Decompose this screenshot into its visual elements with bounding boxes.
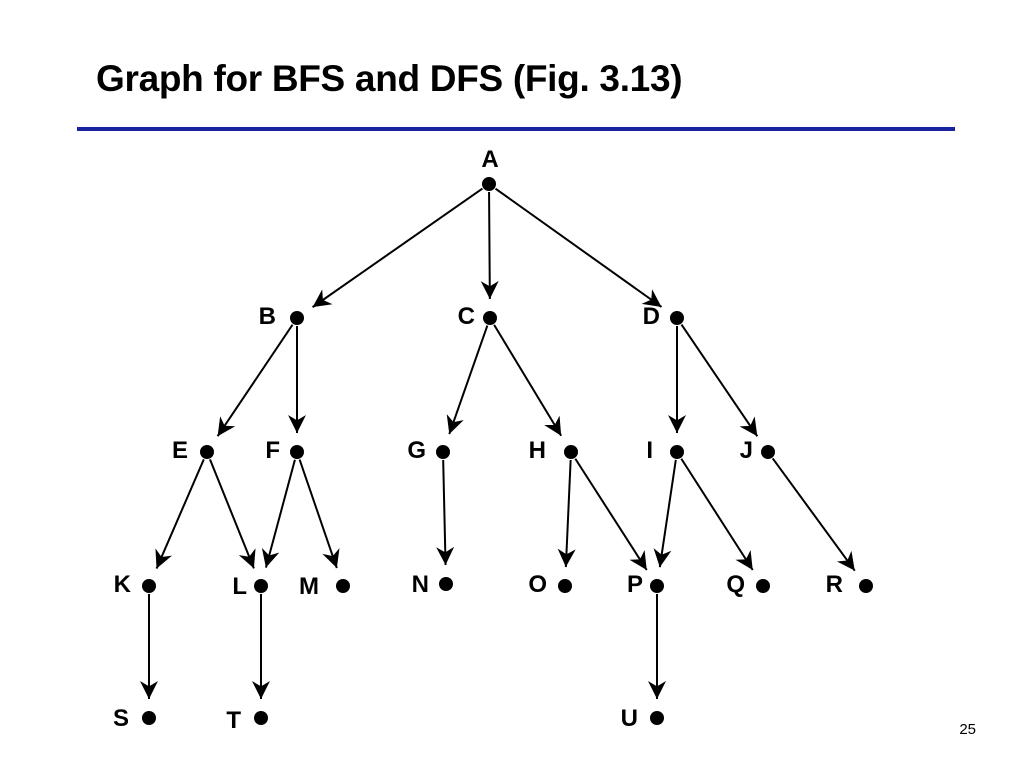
node-k-dot xyxy=(142,579,156,593)
node-f-label: F xyxy=(265,437,280,464)
node-p-label: P xyxy=(627,571,643,598)
edge-d-j xyxy=(680,324,759,437)
edge-a-b xyxy=(312,187,484,308)
edge-e-k xyxy=(155,458,205,569)
node-j-dot xyxy=(761,445,775,459)
node-h-label: H xyxy=(529,437,546,464)
node-t-dot xyxy=(254,711,268,725)
node-b-dot xyxy=(290,311,304,325)
node-f-dot xyxy=(290,445,304,459)
edge-f-l xyxy=(261,459,296,568)
node-j-label: J xyxy=(740,437,753,464)
node-s-label: S xyxy=(113,705,129,732)
node-l-dot xyxy=(254,579,268,593)
node-n-label: N xyxy=(412,571,429,598)
node-m-dot xyxy=(336,579,350,593)
node-p-dot xyxy=(650,579,664,593)
edge-i-p xyxy=(653,459,677,568)
node-u-label: U xyxy=(621,705,638,732)
node-o-label: O xyxy=(528,571,547,598)
node-g-dot xyxy=(436,445,450,459)
node-c-label: C xyxy=(458,303,475,330)
edge-g-n xyxy=(436,459,455,566)
node-a-dot xyxy=(482,177,496,191)
node-m-label: M xyxy=(299,573,319,600)
edge-i-q xyxy=(680,458,754,571)
node-u-dot xyxy=(650,711,664,725)
edge-h-o xyxy=(557,459,576,568)
node-r-label: R xyxy=(826,571,843,598)
node-c-dot xyxy=(483,311,497,325)
node-d-label: D xyxy=(643,303,660,330)
edge-j-r xyxy=(771,457,856,572)
title-rule xyxy=(77,127,955,131)
node-a-label: A xyxy=(481,146,498,173)
edge-b-e xyxy=(216,324,294,437)
node-r-dot xyxy=(859,579,873,593)
edge-c-g xyxy=(446,325,489,435)
node-d-dot xyxy=(670,311,684,325)
node-t-label: T xyxy=(226,707,241,734)
node-h-dot xyxy=(564,445,578,459)
node-k-label: K xyxy=(114,571,132,598)
node-b-label: B xyxy=(259,303,276,330)
node-e-dot xyxy=(200,445,214,459)
node-g-label: G xyxy=(407,437,426,464)
node-l-label: L xyxy=(232,573,247,600)
node-n-dot xyxy=(439,577,453,591)
edge-a-d xyxy=(494,187,663,308)
edge-e-l xyxy=(209,459,256,569)
edge-f-m xyxy=(298,459,340,569)
node-i-label: I xyxy=(646,437,653,464)
node-o-dot xyxy=(558,579,572,593)
edges-layer xyxy=(140,187,856,699)
page-number: 25 xyxy=(959,721,976,738)
edge-c-h xyxy=(493,324,563,437)
node-q-dot xyxy=(756,579,770,593)
node-e-label: E xyxy=(172,437,188,464)
edge-a-c xyxy=(480,191,499,300)
node-s-dot xyxy=(142,711,156,725)
node-q-label: Q xyxy=(726,571,745,598)
edge-h-p xyxy=(574,458,648,571)
nodes-layer: A B C D E F G H I J K L M N O P Q R S T U xyxy=(113,146,873,734)
slide-title: Graph for BFS and DFS (Fig. 3.13) xyxy=(96,58,683,99)
node-i-dot xyxy=(670,445,684,459)
